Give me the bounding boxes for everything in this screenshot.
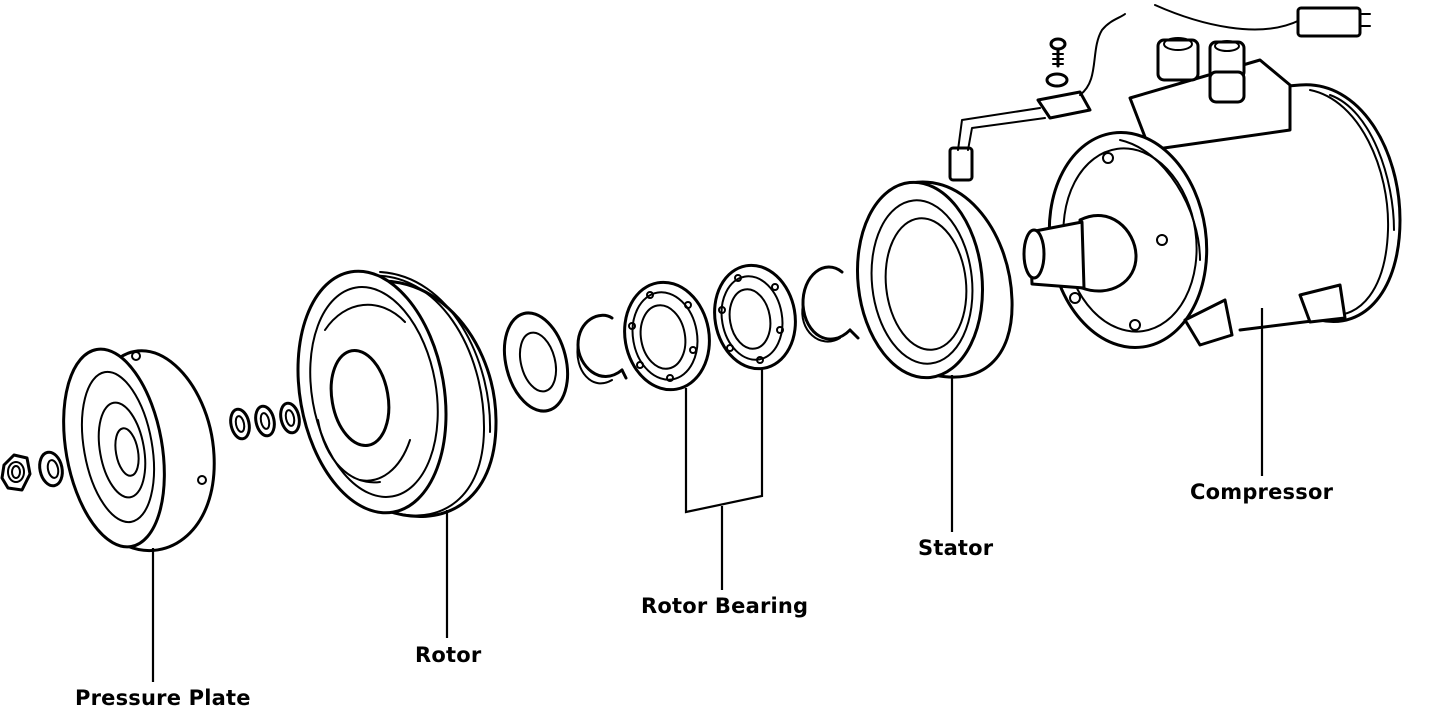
- stator: [855, 107, 1046, 380]
- washer: [38, 450, 64, 488]
- rotor: [296, 269, 498, 518]
- compressor-label: Compressor: [1190, 480, 1334, 504]
- rotor-bearing-front: [623, 280, 711, 392]
- rotor-bearing-label: Rotor Bearing: [641, 594, 809, 618]
- lead-wire-and-sensor: [1036, 4, 1371, 120]
- rotor-bearing-rear: [713, 263, 797, 371]
- shims: [229, 401, 301, 441]
- snap-ring-rear: [801, 265, 860, 343]
- seal-ring: [502, 311, 570, 413]
- leader-lines: [151, 308, 1264, 682]
- nut: [0, 453, 32, 492]
- compressor: [1022, 37, 1402, 349]
- pressure-plate: [62, 347, 216, 552]
- leader-rotor-bearing: [684, 368, 764, 590]
- screw: [1045, 37, 1069, 88]
- pressure-plate-label: Pressure Plate: [75, 686, 251, 710]
- stator-label: Stator: [918, 536, 994, 560]
- rotor-label: Rotor: [415, 643, 482, 667]
- snap-ring-front: [576, 313, 628, 385]
